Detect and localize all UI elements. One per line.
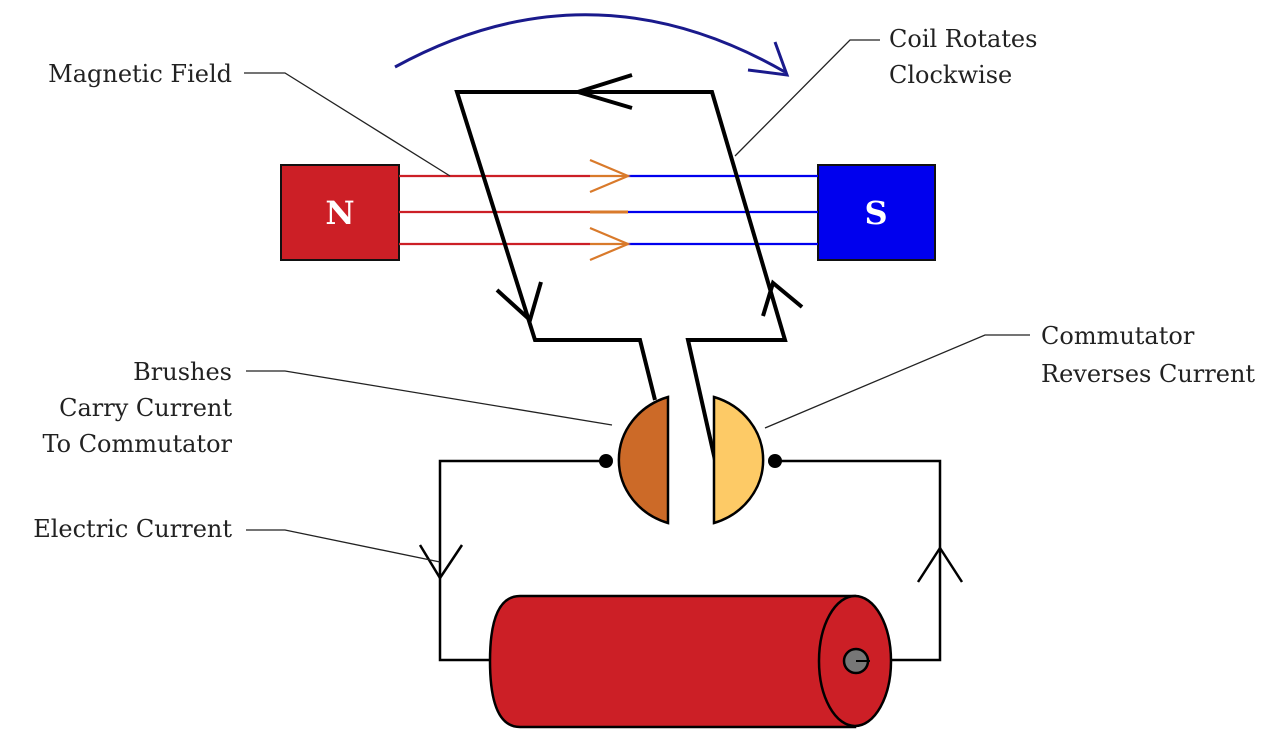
south-label: S	[864, 194, 887, 232]
coil-arrow-top	[571, 73, 633, 110]
svg-text:Coil Rotates: Coil Rotates	[889, 25, 1037, 53]
current-arrow-up	[916, 545, 964, 583]
brush-contact-right	[768, 454, 782, 468]
label-electric-current: Electric Current	[33, 515, 441, 563]
south-magnet: S	[817, 164, 936, 261]
current-arrow-down	[418, 544, 464, 581]
commutator	[617, 395, 765, 525]
label-magnetic-field: Magnetic Field	[48, 60, 451, 177]
label-commutator: Commutator Reverses Current	[764, 322, 1255, 429]
svg-text:Clockwise: Clockwise	[889, 61, 1012, 89]
coil-arrow-left	[495, 281, 543, 324]
commutator-right-half	[712, 395, 765, 525]
field-line	[399, 158, 818, 194]
coil	[454, 73, 804, 461]
circuit-wires	[418, 454, 964, 662]
svg-text:Brushes: Brushes	[133, 358, 232, 386]
commutator-left-half	[617, 395, 670, 525]
svg-text:Commutator: Commutator	[1041, 322, 1195, 350]
svg-text:Carry Current: Carry Current	[59, 394, 232, 422]
svg-text:Magnetic Field: Magnetic Field	[48, 60, 232, 88]
svg-text:Electric Current: Electric Current	[33, 515, 232, 543]
label-brushes: Brushes Carry Current To Commutator	[42, 358, 613, 458]
svg-text:Reverses Current: Reverses Current	[1041, 360, 1255, 388]
north-magnet: N	[280, 164, 400, 261]
rotation-arrow	[394, 13, 790, 77]
coil-arrow-right	[761, 279, 804, 317]
field-line	[399, 226, 818, 262]
brush-contact-left	[599, 454, 613, 468]
north-label: N	[325, 194, 354, 232]
svg-text:To Commutator: To Commutator	[42, 430, 232, 458]
label-coil-rotates: Coil Rotates Clockwise	[734, 25, 1037, 157]
battery	[488, 594, 893, 729]
